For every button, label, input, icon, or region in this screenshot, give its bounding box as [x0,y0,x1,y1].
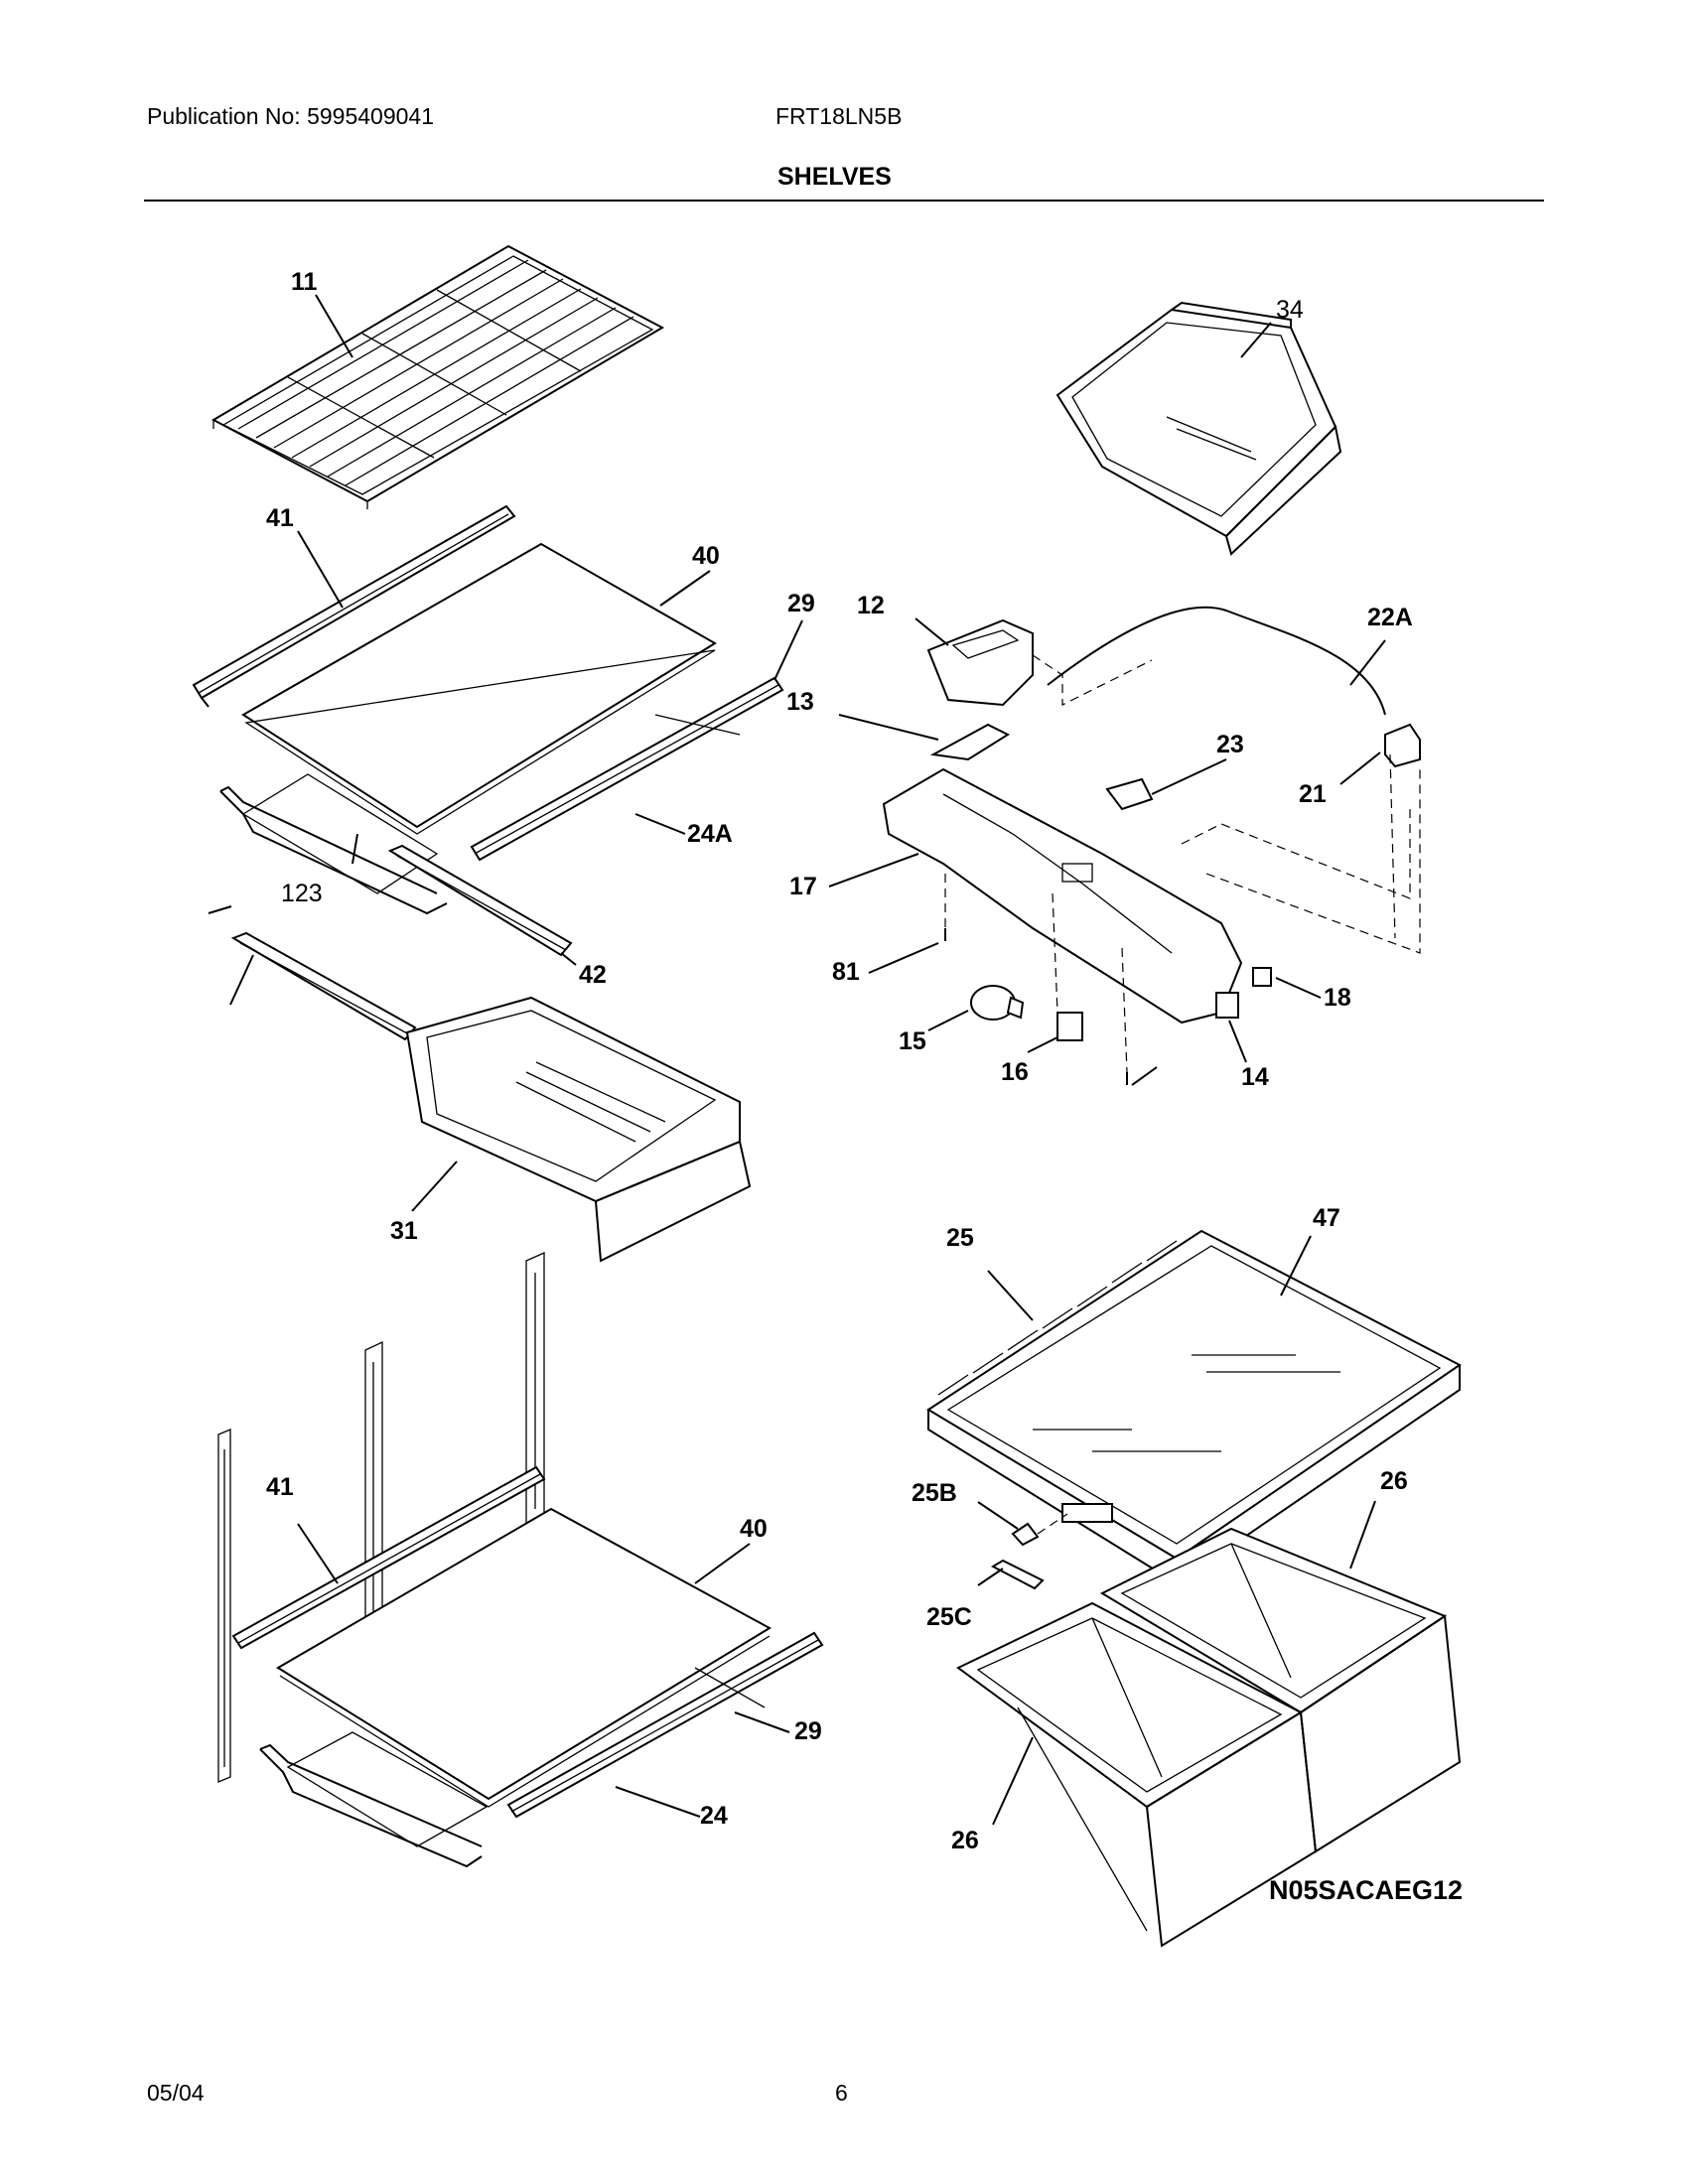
callout-24A: 24A [687,820,733,848]
wire-shelf-part [211,244,665,509]
callout-34: 34 [1276,296,1304,324]
model-number: FRT18LN5B [775,103,903,129]
callout-41-lower: 41 [266,1473,294,1501]
crisper-cover-part-25 [926,1229,1462,1585]
callout-40: 40 [692,542,720,570]
drawer-part-31 [405,996,752,1263]
callout-42: 42 [579,961,607,989]
callout-41: 41 [266,504,294,532]
page-number: 6 [835,2080,848,2106]
callout-14: 14 [1241,1063,1269,1091]
callout-22A: 22A [1367,604,1413,631]
glass-shelf-part-40-lower [276,1507,773,1808]
callout-25C: 25C [926,1603,972,1631]
slide-rail-part-42b [230,931,417,1041]
publication-number: Publication No: 5995409041 [147,103,435,129]
callout-23: 23 [1216,731,1244,758]
connector-part-21 [1384,723,1421,768]
callout-13: 13 [786,688,814,716]
rail-part-41-lower [231,1465,546,1650]
callout-26: 26 [1380,1467,1408,1495]
shelf-frame-part-24 [259,1667,766,1868]
callout-17: 17 [789,873,817,900]
callout-81: 81 [832,958,860,986]
diagram-code: N05SACAEG12 [1269,1875,1463,1905]
header-divider [144,200,1544,202]
page-title: SHELVES [777,163,892,191]
shelf-frame-part-24A [219,714,741,915]
bracket-parts-25B-25C [990,1513,1068,1590]
callout-21: 21 [1299,780,1327,808]
callout-25: 25 [946,1224,974,1252]
callout-29-lower: 29 [794,1717,822,1745]
trim-part-29-lower [506,1631,824,1819]
control-housing-parts [882,618,1243,1024]
callout-16: 16 [1001,1058,1029,1086]
callout-11: 11 [291,268,318,296]
glass-shelf-part-40-upper [241,542,717,835]
small-parts-group [944,928,1272,1085]
leader-lines-upper-right [944,654,1421,1073]
callout-leaders [208,294,1386,1826]
callout-31: 31 [390,1217,418,1245]
callout-26-lower: 26 [951,1827,979,1854]
callout-18: 18 [1324,984,1351,1012]
callout-29: 29 [787,590,815,617]
callout-24: 24 [700,1802,728,1830]
footer-date: 05/04 [147,2080,205,2106]
callout-40-lower: 40 [740,1515,768,1543]
switch-part-23 [1105,777,1154,811]
rail-part-41-upper [192,504,516,708]
callout-47: 47 [1313,1204,1340,1232]
callout-12: 12 [857,592,885,619]
callout-15: 15 [899,1027,926,1055]
bin-part-34 [1055,301,1342,556]
callout-123: 123 [281,880,323,907]
callout-25B: 25B [912,1479,957,1507]
crisper-drawer-part-26-left [956,1601,1318,1948]
trim-part-29-upper [470,676,784,862]
wire-harness-22A [1047,606,1386,716]
slide-rail-part-42 [387,844,573,957]
callout-labels: 11 34 41 40 29 12 22A 13 23 21 24A 17 12… [266,268,1463,1905]
